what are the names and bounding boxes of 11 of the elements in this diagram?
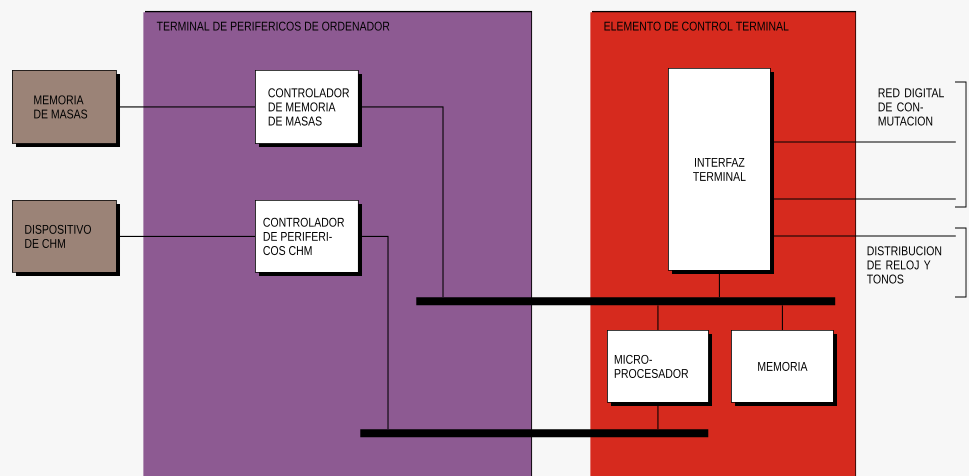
block-box: CONTROLADOR DE MEMORIA DE MASAS: [255, 70, 362, 147]
block-box: DISPOSITIVO DE CHM: [12, 200, 120, 276]
connector-line: [782, 306, 783, 330]
block-box: INTERFAZ TERMINAL: [668, 68, 774, 274]
connector-line: [657, 306, 658, 330]
side-label: RED DIGITAL DE CON- MUTACION: [878, 88, 944, 126]
block-box: MICRO- PROCESADOR: [607, 330, 712, 406]
side-label: DISTRIBUCION DE RELOJ Y TONOS: [866, 246, 942, 284]
block-box: MEMORIA: [731, 330, 837, 406]
block-box: CONTROLADOR DE PERIFERI- COS CHM: [255, 200, 362, 276]
block-box: MEMORIA DE MASAS: [12, 70, 120, 147]
